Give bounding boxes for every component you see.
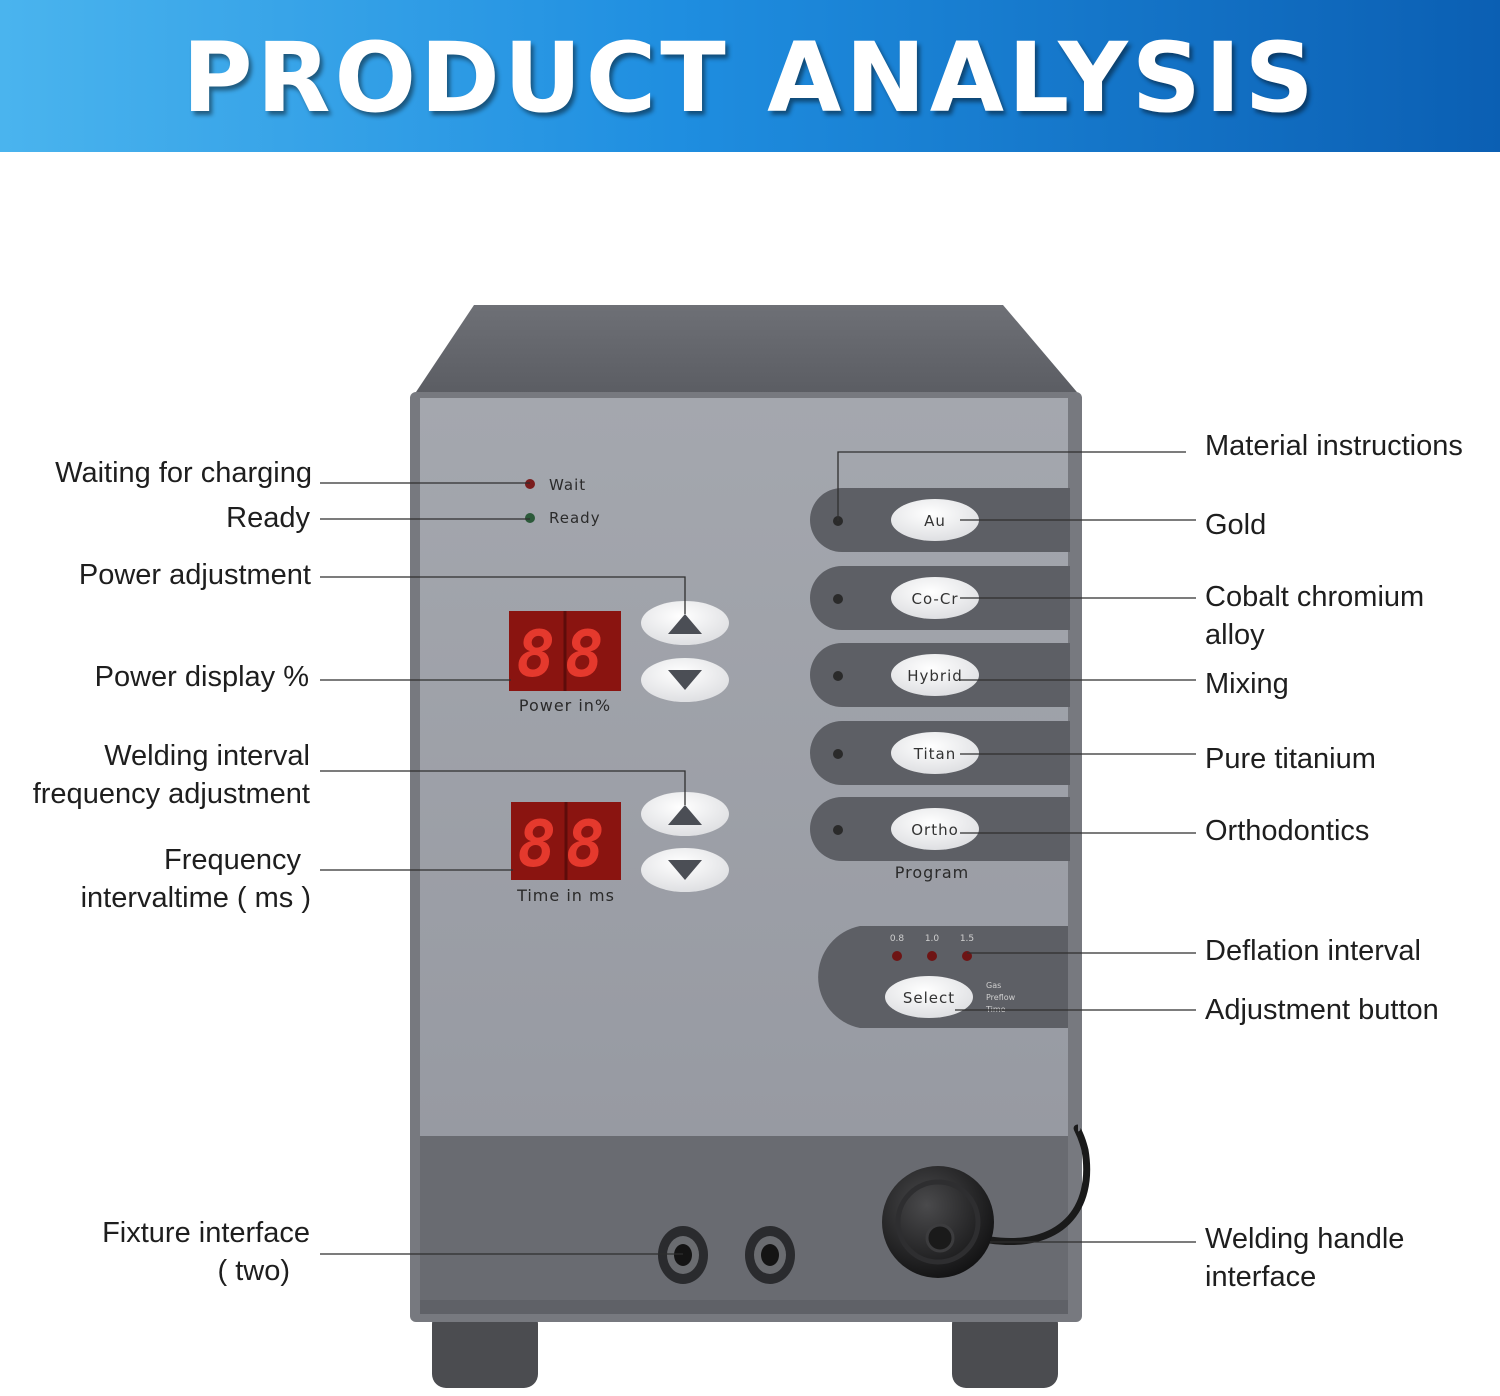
gas-caption-2: Preflow	[986, 993, 1016, 1002]
banner: PRODUCT ANALYSIS	[0, 0, 1500, 152]
wait-text: Wait	[549, 476, 586, 494]
label-fixture-interface: Fixture interface ( two)	[102, 1217, 310, 1287]
material-strip-au: Au	[810, 488, 1070, 552]
label-deflation-interval: Deflation interval	[1205, 935, 1421, 967]
cabinet-top	[412, 305, 1082, 398]
power-display-caption: Power in%	[519, 696, 611, 715]
button-titan: Titan	[913, 745, 956, 763]
connector-socket-icon	[658, 1226, 708, 1284]
foot-right	[952, 1310, 1058, 1388]
label-welding-handle: Welding handle interface	[1205, 1223, 1405, 1293]
label-adjustment-button: Adjustment button	[1205, 994, 1439, 1026]
arrow-down-icon	[668, 670, 702, 690]
label-waiting-for-charging: Waiting for charging	[55, 457, 312, 489]
deflation-value-1: 0.8	[890, 934, 905, 944]
arrow-down-icon	[668, 860, 702, 880]
wait-led	[525, 479, 535, 489]
program-caption: Program	[895, 863, 970, 882]
connector-socket-icon	[745, 1226, 795, 1284]
label-material-instructions: Material instructions	[1205, 430, 1463, 462]
select-button: Select	[903, 989, 955, 1007]
power-display-value: 88	[516, 618, 613, 692]
label-pure-titanium: Pure titanium	[1205, 743, 1376, 775]
label-frequency-interval: Frequency intervaltime ( ms )	[80, 844, 311, 914]
banner-title: PRODUCT ANALYSIS	[182, 22, 1318, 134]
deflation-led-2	[927, 951, 937, 961]
label-power-adjustment: Power adjustment	[78, 559, 311, 591]
material-strip-titan: Titan	[810, 721, 1070, 785]
deflation-value-3: 1.5	[960, 934, 974, 944]
deflation-value-2: 1.0	[925, 934, 940, 944]
label-power-display: Power display %	[94, 661, 309, 693]
button-hybrid: Hybrid	[907, 667, 963, 685]
material-strip-hybrid: Hybrid	[810, 643, 1070, 707]
time-display-value: 88	[517, 808, 614, 882]
material-strip-cocr: Co-Cr	[810, 566, 1070, 630]
deflation-led-1	[892, 951, 902, 961]
material-strip-ortho: Ortho	[810, 797, 1070, 861]
label-gold: Gold	[1205, 509, 1267, 541]
button-au: Au	[924, 512, 946, 530]
time-display-caption: Time in ms	[516, 886, 615, 905]
label-mixing: Mixing	[1205, 668, 1289, 700]
label-ready: Ready	[226, 502, 310, 534]
gas-panel	[818, 926, 1068, 1028]
arrow-up-icon	[668, 805, 702, 825]
ready-led	[525, 513, 535, 523]
button-ortho: Ortho	[911, 821, 959, 839]
button-cocr: Co-Cr	[912, 590, 959, 608]
ready-text: Ready	[549, 509, 601, 527]
label-cobalt-chromium: Cobalt chromium alloy	[1205, 581, 1425, 651]
gas-caption-1: Gas	[986, 981, 1001, 990]
label-welding-interval: Welding interval frequency adjustment	[32, 740, 310, 810]
handle-cable	[989, 1124, 1091, 1245]
arrow-up-icon	[668, 614, 702, 634]
label-orthodontics: Orthodontics	[1205, 815, 1370, 847]
foot-left	[432, 1310, 538, 1388]
